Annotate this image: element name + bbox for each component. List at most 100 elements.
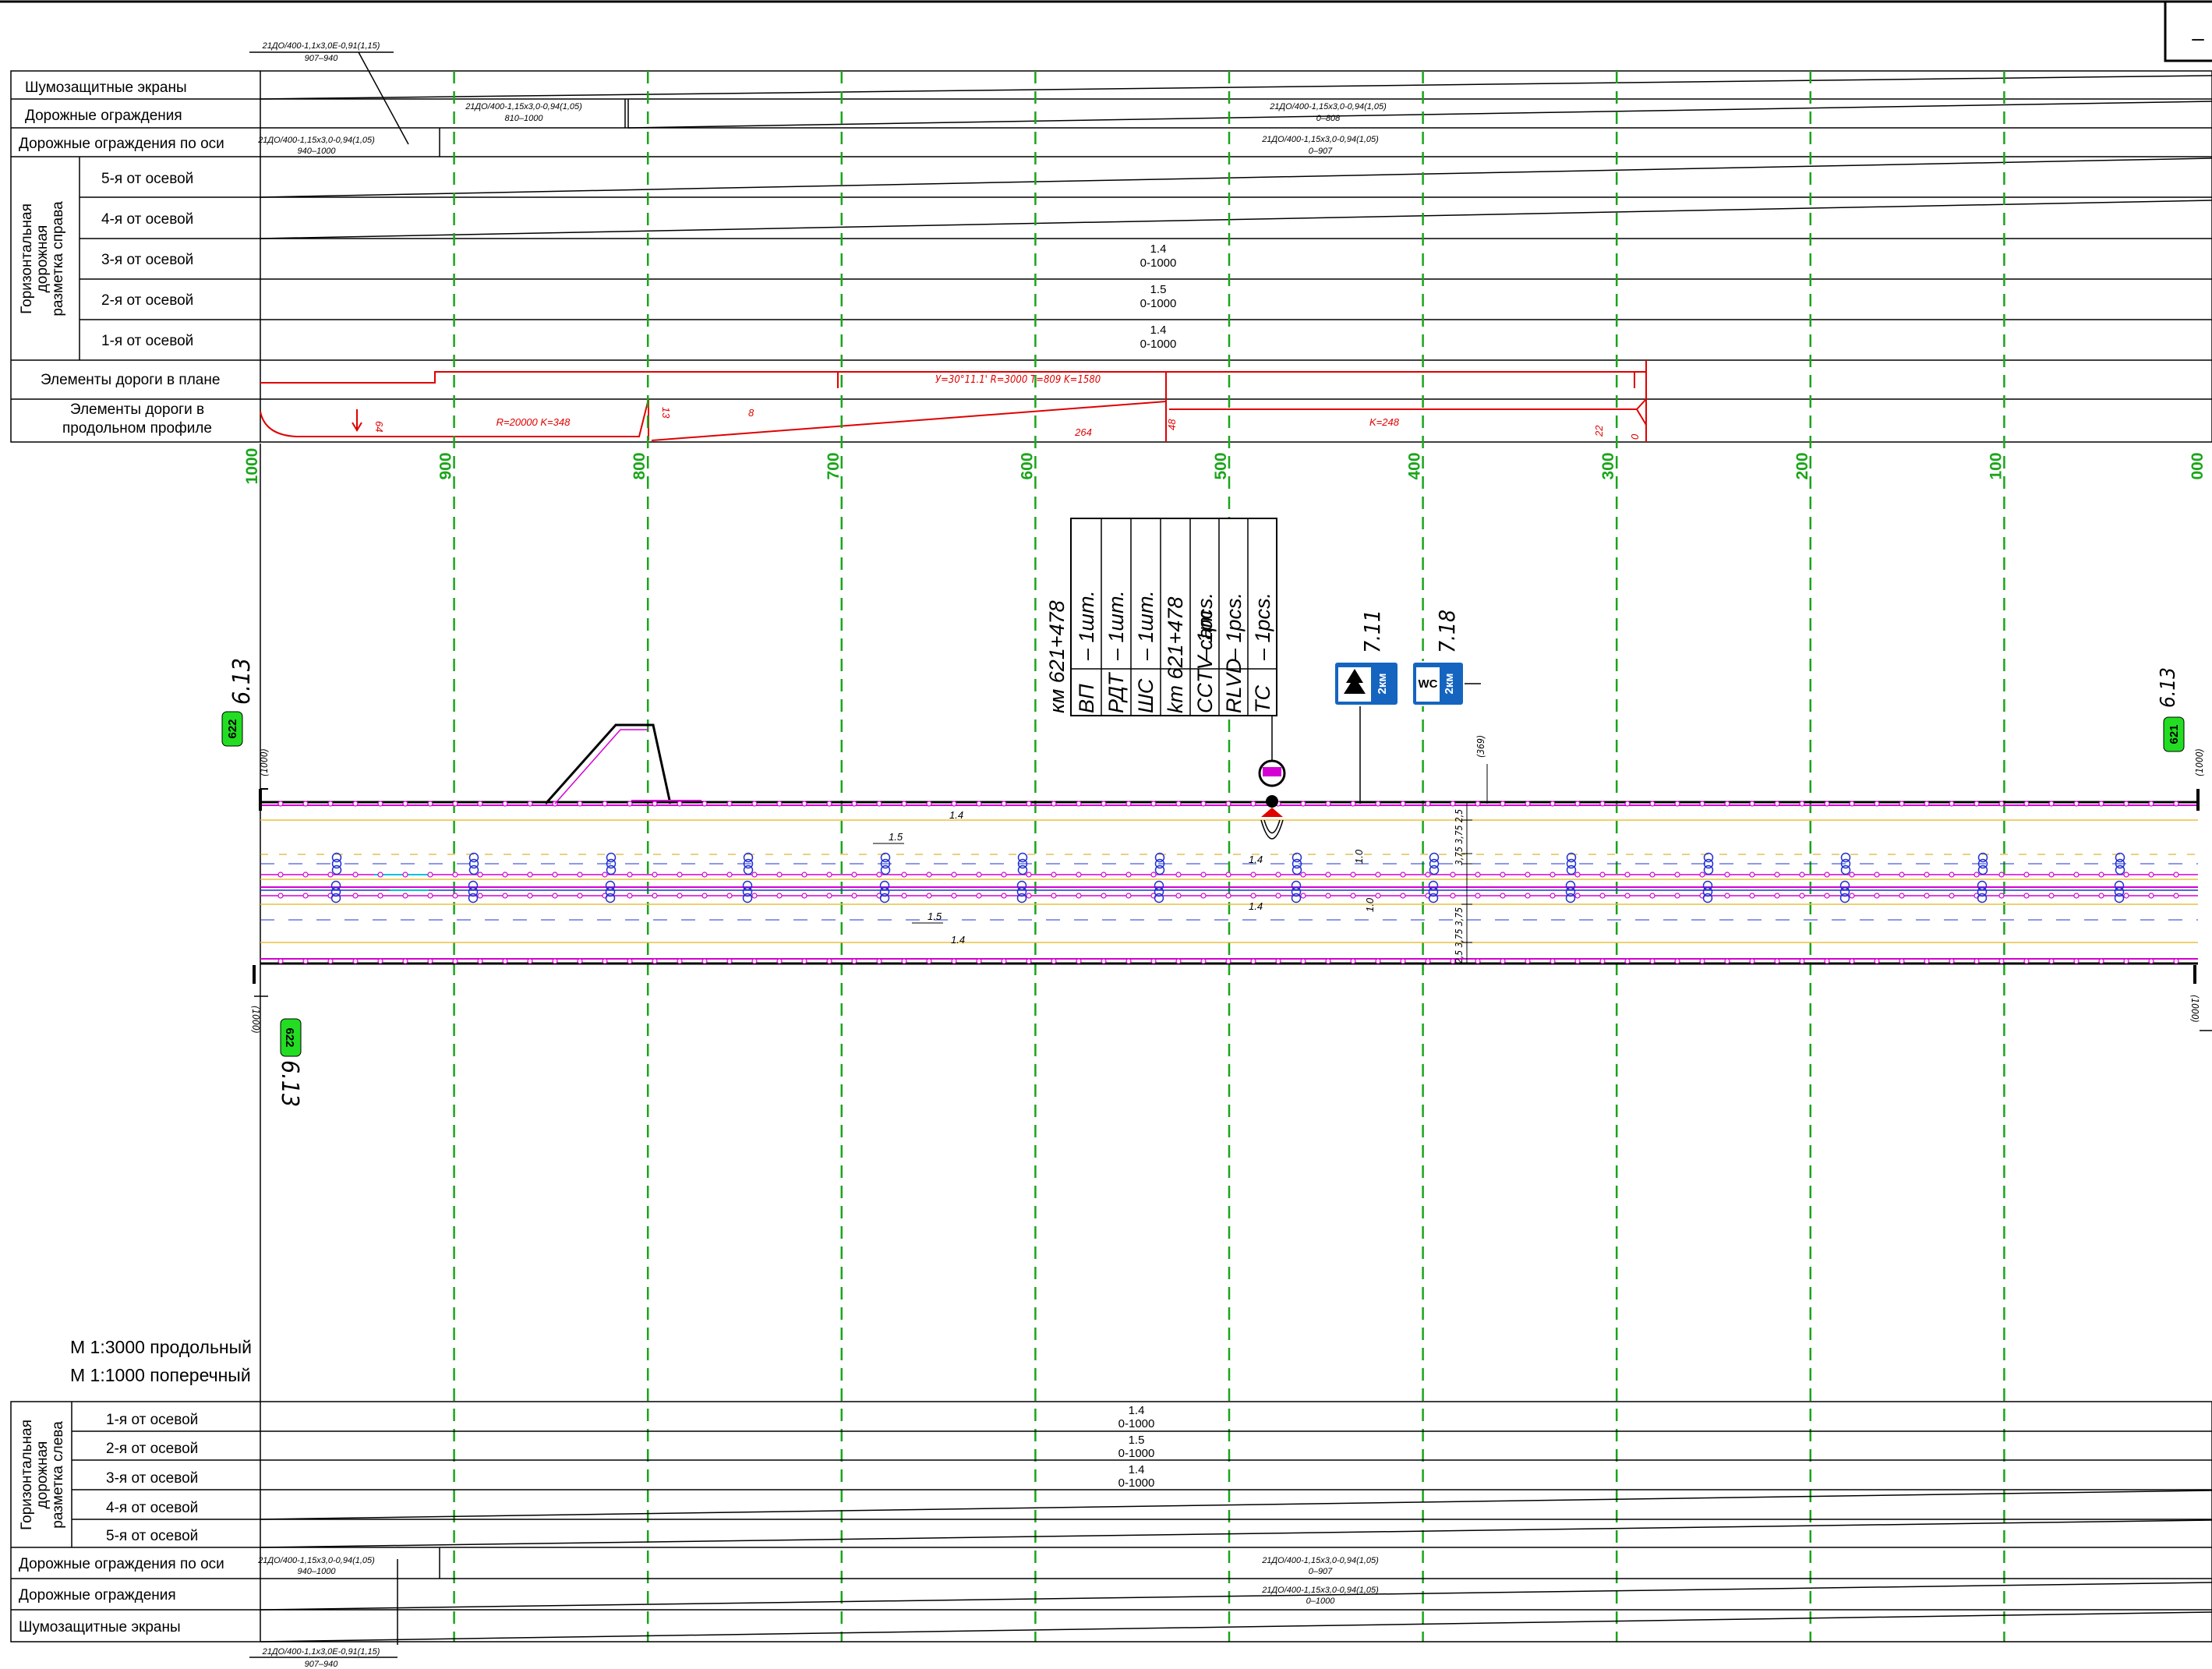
light-pole-lamp — [2115, 858, 2125, 869]
delineator-dot — [1300, 872, 1306, 878]
delineator-dot — [2123, 872, 2129, 878]
delineator-dot — [951, 801, 957, 807]
marking-group-label-left: Горизонтальная дорожная разметка слева — [19, 1420, 66, 1530]
delineator-dot — [1924, 893, 1930, 899]
delineator-dot — [1375, 958, 1381, 964]
delineator-dot — [1799, 801, 1805, 807]
delineator-dot — [1849, 872, 1855, 878]
delineator-dot — [751, 893, 758, 899]
light-pole-lamp — [1977, 886, 1988, 897]
delineator-dot — [701, 801, 708, 807]
light-pole-lamp — [1292, 858, 1302, 869]
delineator-dot — [976, 958, 982, 964]
profile-labels: 64 R=20000 K=348 13 8 264 48 K=248 22 0 — [373, 407, 1641, 440]
delineator-dot — [1973, 958, 1980, 964]
light-pole-icon — [1977, 880, 1988, 903]
light-pole-lamp — [468, 893, 479, 903]
picket-label: 600 — [1018, 452, 1036, 479]
title-block-dash: – — [2192, 26, 2204, 50]
delineator-dot — [2073, 872, 2079, 878]
delineator-dot — [2023, 801, 2030, 807]
light-pole-icon — [605, 880, 616, 903]
light-pole-lamp — [331, 865, 342, 875]
delineator-dot — [477, 893, 483, 899]
noise-callout-range: 907–940 — [305, 54, 339, 63]
marking-group-label-line: разметка слева — [50, 1421, 66, 1529]
marking-group-label-line: Горизонтальная — [19, 1420, 35, 1530]
delineator-dot — [1250, 872, 1256, 878]
delineator-dot — [1250, 958, 1256, 964]
light-pole-lamp — [331, 852, 342, 863]
delineator-dot — [452, 958, 458, 964]
delineator-dot — [577, 872, 583, 878]
light-pole-lamp — [743, 852, 754, 863]
delineator-dot — [801, 958, 807, 964]
light-pole-lamp — [2115, 852, 2125, 863]
delineator-dot — [1450, 801, 1456, 807]
light-pole-lamp — [1291, 893, 1302, 903]
equipment-qty: – 1pcs. — [1222, 592, 1246, 661]
light-pole-lamp — [743, 865, 754, 875]
delineator-dot — [2148, 958, 2154, 964]
light-pole-icon — [468, 880, 479, 903]
equipment-qty: – 1шт. — [1104, 590, 1128, 661]
light-pole-lamp — [1702, 893, 1713, 903]
profile-line — [260, 397, 1647, 442]
delineator-dot — [527, 801, 533, 807]
delineator-dot — [1425, 801, 1431, 807]
profile-mark: 0 — [1629, 433, 1641, 440]
equipment-qty: – 1pcs. — [1251, 592, 1274, 661]
light-pole-icon — [1154, 852, 1165, 875]
delineator-dot — [1425, 958, 1431, 964]
delineator-dot — [627, 801, 633, 807]
light-pole-lamp — [606, 852, 617, 863]
delineator-dot — [1574, 872, 1581, 878]
delineator-dot — [477, 801, 483, 807]
equipment-item: RLVD — [1222, 658, 1246, 713]
light-pole-lamp — [880, 852, 891, 863]
delineator-dot — [277, 958, 284, 964]
equipment-table-header: км 621+478 — [1045, 600, 1069, 713]
picket-label: 000 — [2189, 452, 2207, 479]
delineator-dot — [327, 872, 334, 878]
marking-value: 1.5 — [1150, 283, 1167, 296]
delineator-dot — [2123, 801, 2129, 807]
noise-callout-spec: 21ДО/400-1,1х3,0Е-0,91(1,15) — [262, 1647, 380, 1657]
delineator-dot — [1300, 958, 1306, 964]
light-pole-lamp — [330, 886, 341, 897]
light-pole-lamp — [1429, 852, 1440, 863]
delineator-dot — [1624, 893, 1631, 899]
delineator-dot — [2173, 893, 2179, 899]
marking-group-label-line: дорожная — [34, 1441, 51, 1509]
light-pole-icon — [468, 852, 479, 875]
elements-plan-label: Элементы дороги в плане — [41, 372, 220, 388]
delineator-dot — [1574, 801, 1581, 807]
sign-718-code: 7.18 — [1434, 610, 1460, 653]
delineator-dot — [1500, 872, 1506, 878]
equipment-qty: – 1pcs. — [1193, 592, 1217, 661]
axis-callout-range: 0–907 — [1309, 1567, 1333, 1576]
light-pole-lamp — [1977, 858, 1988, 869]
km-post-right-bottom: (1000) — [2189, 965, 2212, 1031]
delineator-dot — [2148, 872, 2154, 878]
marking-row-label: 4-я от осевой — [101, 211, 193, 228]
light-pole-lamp — [1566, 865, 1577, 875]
delineator-dot — [1026, 893, 1032, 899]
delineator-dot — [1101, 801, 1107, 807]
delineator-dot — [2023, 893, 2030, 899]
marking-row-label: 2-я от осевой — [106, 1441, 198, 1457]
delineator-dot — [2173, 872, 2179, 878]
delineator-dot — [577, 893, 583, 899]
light-pole-lamp — [742, 886, 753, 897]
delineator-dot — [1549, 958, 1556, 964]
delineator-dot — [302, 958, 309, 964]
delineator-dot — [2123, 958, 2129, 964]
delineator-dot — [1051, 958, 1057, 964]
light-poles — [330, 852, 2125, 903]
delineator-dot — [1325, 801, 1331, 807]
delineator-dot — [726, 893, 733, 899]
marking-value: 1.5 — [1129, 1434, 1145, 1447]
delineator-dot — [1076, 872, 1082, 878]
delineator-dot — [1400, 872, 1406, 878]
